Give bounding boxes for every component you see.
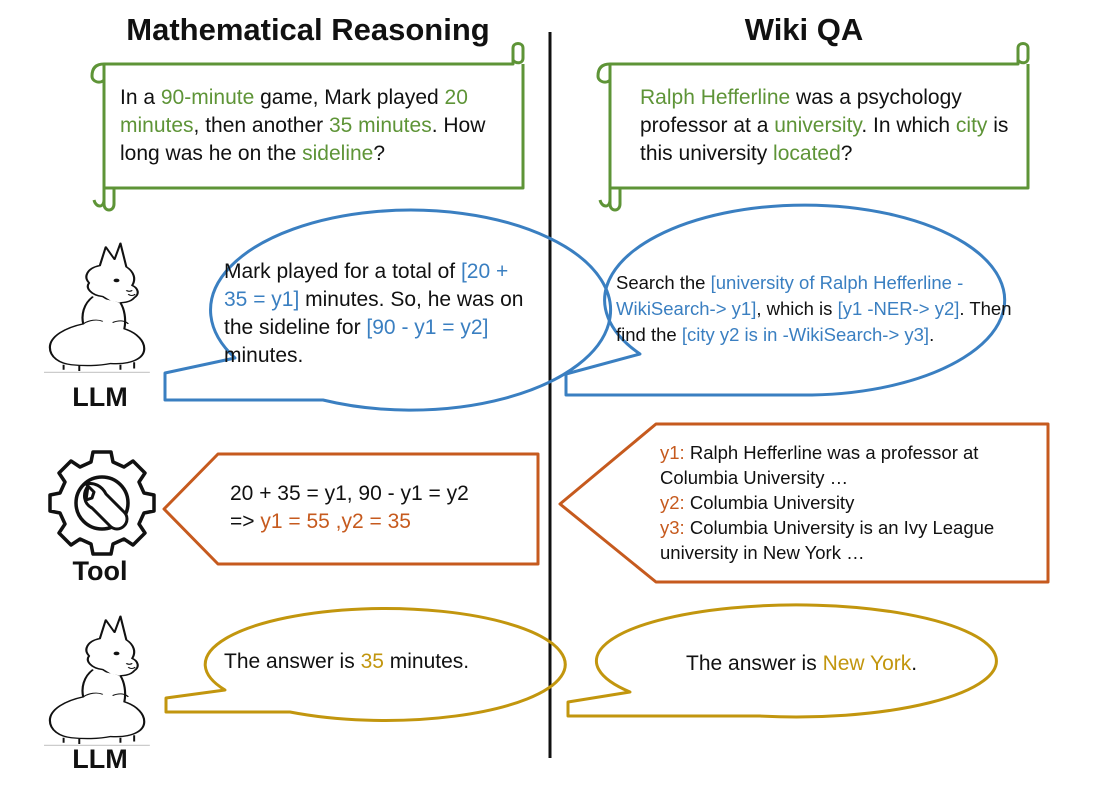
tool-box-right (558, 422, 1050, 584)
llm-bubble-right (564, 203, 1007, 397)
llama-icon (42, 615, 151, 747)
math-llm-text: Mark played for a total of [20 + 35 = y1… (224, 260, 524, 367)
label-llm-bottom: LLM (72, 744, 128, 774)
header-wiki: Wiki QA (744, 12, 864, 47)
scroll-icon (90, 42, 525, 212)
label-tool: Tool (72, 556, 128, 586)
math-question: In a 90-minute game, Mark played 20 minu… (120, 86, 486, 165)
wiki-tool-text: y1: Ralph Hefferline was a professor at … (660, 442, 995, 563)
header-math: Mathematical Reasoning (126, 12, 490, 47)
scroll-icon (596, 42, 1030, 212)
wiki-llm-text: Search the [university of Ralph Hefferli… (616, 272, 1012, 345)
answer-bubble-left (164, 606, 567, 722)
math-answer: The answer is 35 minutes. (224, 650, 470, 673)
llm-bubble-left (163, 208, 613, 412)
wiki-question: Ralph Hefferline was a psychology profes… (640, 86, 1009, 165)
tool-box-left (162, 452, 540, 566)
llama-icon (42, 242, 151, 374)
answer-bubble-right (566, 603, 998, 719)
wiki-answer: The answer is New York. (686, 652, 918, 675)
gear-wrench-icon (48, 450, 156, 556)
label-llm-top: LLM (72, 382, 128, 412)
math-tool-text: 20 + 35 = y1, 90 - y1 = y2 => y1 = 55 ,y… (230, 482, 469, 533)
